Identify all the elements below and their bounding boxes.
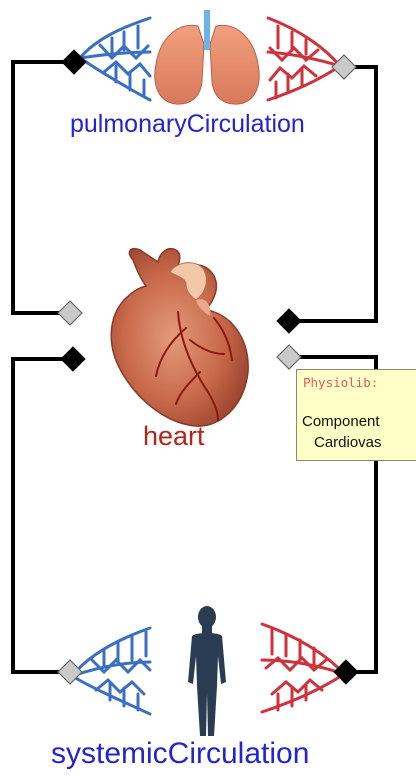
heart-icon[interactable] (111, 249, 248, 426)
tooltip-line-cardiovascular: Cardiovas (314, 434, 382, 451)
wire-pulmonary-out-to-heart-left[interactable] (13, 62, 74, 313)
tooltip-line-component: Component (302, 413, 380, 430)
systemic-circulation-label: systemicCirculation (51, 737, 309, 771)
human-body-icon[interactable] (72, 606, 344, 736)
wire-pulmonary-in-from-heart-right[interactable] (289, 67, 376, 321)
vein-network-red-icon (262, 624, 344, 712)
wire-heart-left-to-systemic[interactable] (13, 359, 73, 672)
heart-right-outflow-connector[interactable] (277, 309, 301, 333)
systemic-outflow-connector[interactable] (334, 660, 358, 684)
pulmonary-inflow-connector[interactable] (332, 55, 356, 79)
lungs-icon[interactable] (80, 10, 340, 104)
heart-left-inflow-connector[interactable] (58, 301, 82, 325)
heart-left-outflow-connector[interactable] (61, 347, 85, 371)
heart-right-inflow-connector[interactable] (277, 345, 301, 369)
vein-network-red-icon (268, 18, 340, 100)
tooltip-title: Physiolib: (303, 375, 378, 390)
component-tooltip: Physiolib: Component Cardiovas (296, 369, 416, 461)
vein-network-blue-icon (72, 628, 150, 714)
vein-network-blue-icon (80, 18, 150, 100)
pulmonary-circulation-label: pulmonaryCirculation (70, 110, 305, 139)
heart-label: heart (143, 421, 205, 452)
